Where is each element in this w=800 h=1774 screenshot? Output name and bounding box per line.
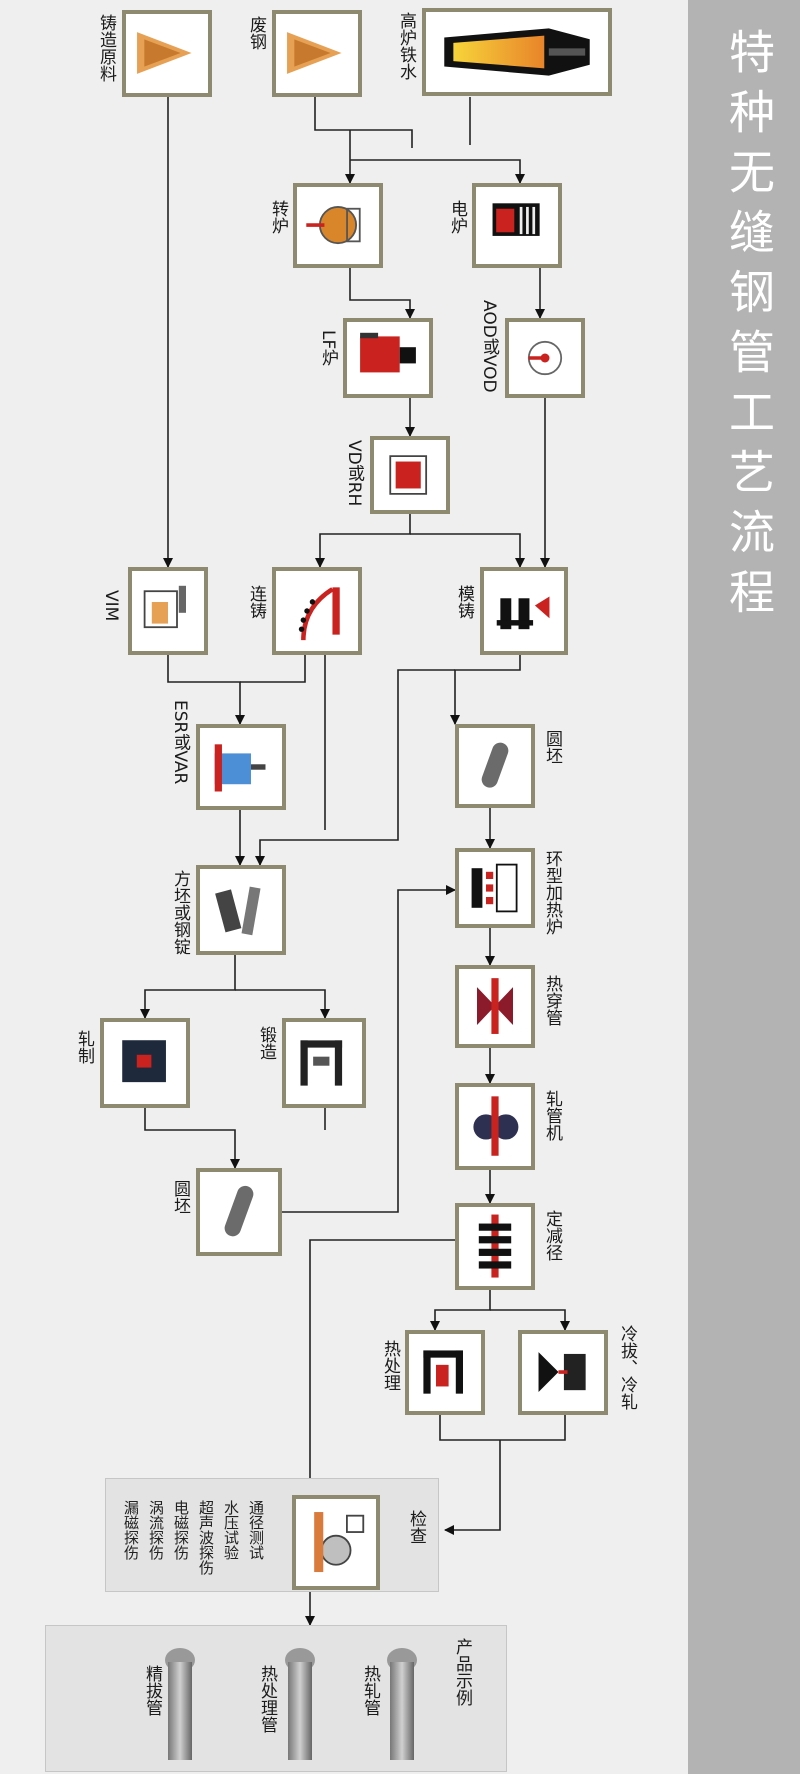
tube-rolling-mill-icon (473, 1096, 519, 1156)
product-examples-heading: 产品示例 (452, 1638, 472, 1706)
cold-drawing-icon (538, 1352, 586, 1392)
continuous-casting-box (272, 567, 362, 655)
vacuum-induction-icon (143, 585, 186, 629)
converter-label: 转炉 (268, 200, 288, 234)
continuous-casting-label: 连铸 (246, 585, 266, 619)
electric-furnace-icon (492, 203, 540, 236)
aod-vod-label: AOD或VOD (479, 300, 499, 393)
continuous-caster-icon (298, 587, 340, 641)
billet-ingot-icon (215, 886, 261, 936)
page-title: 特种无缝钢管工艺流程 (722, 28, 776, 628)
tube-mill-label: 轧管机 (542, 1090, 562, 1141)
raw-material-pile-icon (137, 32, 192, 74)
vd-rh-label: VD或RH (344, 440, 364, 507)
ring-furnace-label: 环型加热炉 (542, 850, 562, 935)
ingot-mold-icon (496, 596, 550, 630)
ladle-furnace-icon (360, 332, 416, 373)
rolling-box (100, 1018, 190, 1108)
aod-converter-icon (527, 340, 563, 376)
cold-draw-box (518, 1330, 608, 1415)
die-casting-box (480, 567, 568, 655)
blast-furnace-iron-box (422, 8, 612, 96)
blast-furnace-iron-label: 高炉铁水 (396, 12, 416, 80)
round-billet-top-label: 圆坯 (542, 730, 562, 764)
inspection-item: 漏磁探伤 (122, 1500, 140, 1560)
piercing-mill-icon (477, 978, 513, 1034)
inspection-panel (105, 1478, 439, 1592)
product-heat-treated-label: 热处理管 (257, 1665, 277, 1733)
inspection-item: 电磁探伤 (172, 1500, 190, 1560)
converter-icon (306, 206, 361, 245)
forging-box (282, 1018, 366, 1108)
remelting-furnace-icon (214, 744, 266, 792)
inspection-item: 涡流探伤 (147, 1500, 165, 1560)
vim-label: VIM (101, 590, 121, 622)
piercing-box (455, 965, 535, 1048)
round-billet-icon (224, 1185, 254, 1237)
product-precision-drawn-label: 精拔管 (142, 1665, 162, 1716)
sizing-box (455, 1203, 535, 1290)
inspection-label: 检查 (406, 1510, 426, 1544)
cold-draw-label: 冷拔、冷轧 (617, 1325, 637, 1410)
tube-mill-box (455, 1083, 535, 1170)
round-billet-top-box (455, 724, 535, 808)
blast-furnace-icon (444, 28, 590, 76)
inspection-equipment-icon (314, 1512, 365, 1573)
sizing-label: 定减径 (542, 1210, 562, 1261)
rolling-mill-icon (122, 1040, 166, 1083)
heat-treatment-furnace-icon (423, 1350, 463, 1394)
inspection-item: 通径测试 (247, 1500, 265, 1560)
forging-label: 锻造 (256, 1026, 276, 1060)
electric-furnace-box (472, 183, 562, 268)
aod-vod-box (505, 318, 585, 398)
lf-furnace-label: LF炉 (318, 330, 338, 367)
lf-furnace-box (343, 318, 433, 398)
billet-ingot-label: 方坯或钢锭 (170, 870, 190, 955)
esr-var-box (196, 724, 286, 810)
piercing-label: 热穿管 (542, 975, 562, 1026)
ring-furnace-box (455, 848, 535, 928)
heat-treatment-label: 热处理 (380, 1340, 400, 1391)
inspection-box (292, 1495, 380, 1590)
round-billet-icon (481, 742, 509, 788)
heat-treatment-box (405, 1330, 485, 1415)
product-hot-rolled-label: 热轧管 (360, 1665, 380, 1716)
scrap-pile-icon (287, 32, 342, 74)
scrap-steel-label: 废钢 (246, 16, 266, 50)
die-casting-label: 模铸 (454, 585, 474, 619)
casting-raw-material-label: 铸造原料 (96, 14, 116, 82)
rolling-label: 轧制 (74, 1030, 94, 1064)
product-examples-panel (45, 1625, 507, 1772)
vim-box (128, 567, 208, 655)
esr-var-label: ESR或VAR (170, 700, 190, 785)
vd-rh-box (370, 436, 450, 514)
round-billet-bottom-box (196, 1168, 282, 1256)
sizing-mill-icon (478, 1214, 512, 1278)
billet-ingot-box (196, 865, 286, 955)
inspection-item: 水压试验 (222, 1500, 240, 1560)
round-billet-bottom-label: 圆坯 (170, 1180, 190, 1214)
casting-raw-material-box (122, 10, 212, 97)
title-sidebar: 特种无缝钢管工艺流程 (688, 0, 800, 1774)
forging-press-icon (300, 1040, 343, 1086)
vacuum-degasser-icon (389, 455, 428, 495)
converter-box (293, 183, 383, 268)
ring-heating-furnace-icon (471, 863, 518, 913)
scrap-steel-box (272, 10, 362, 97)
electric-furnace-label: 电炉 (447, 200, 467, 234)
inspection-item: 超声波探伤 (197, 1500, 215, 1575)
inspection-items-list: 通径测试 水压试验 超声波探伤 电磁探伤 涡流探伤 漏磁探伤 (118, 1500, 268, 1586)
